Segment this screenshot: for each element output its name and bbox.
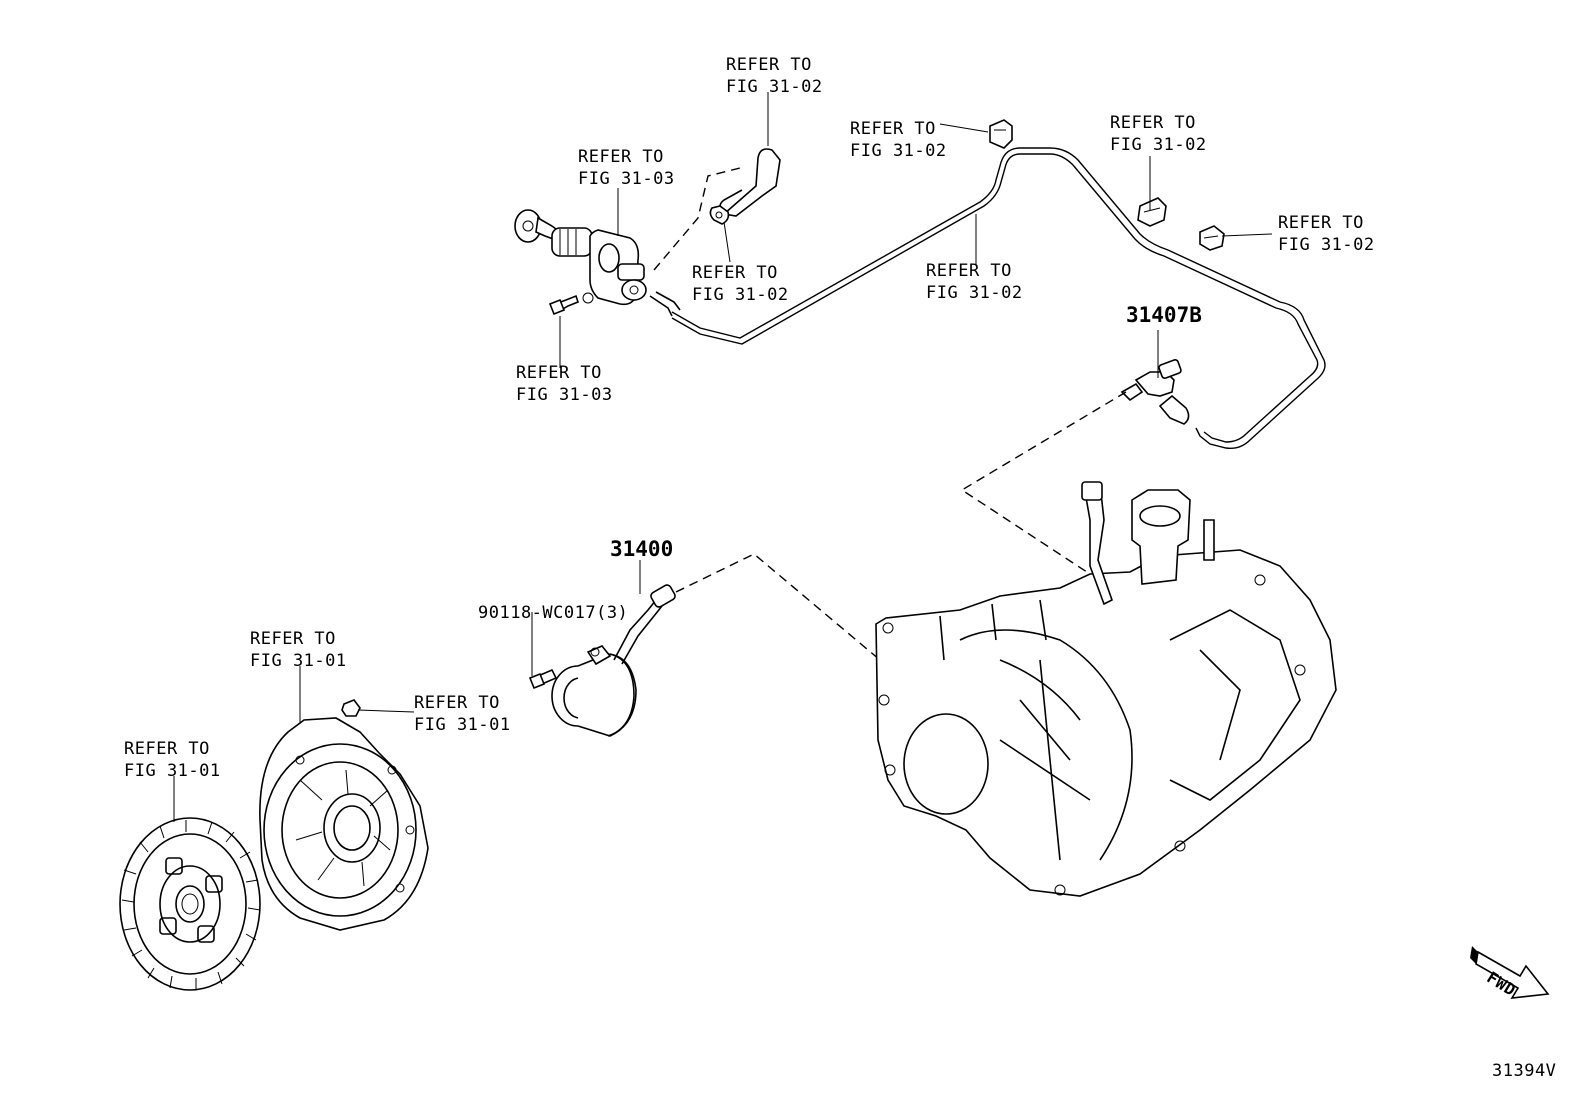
flexible-hose-31407b xyxy=(960,359,1190,579)
clutch-release-tube xyxy=(671,147,1326,450)
ref-clip-right2-line2: FIG 31-02 xyxy=(1278,235,1375,255)
part-number-31407b: 31407B xyxy=(1126,303,1202,327)
tube-clip-right-2 xyxy=(1199,225,1225,251)
ref-clip-small-line2: FIG 31-02 xyxy=(692,285,789,305)
part-number-labels: 31407B 31400 90118-WC017(3) xyxy=(478,303,1202,623)
ref-clip-right1-line2: FIG 31-02 xyxy=(1110,135,1207,155)
ref-clip-right2-line1: REFER TO xyxy=(1278,213,1364,233)
tube-clip-top xyxy=(989,119,1013,149)
ref-disc-line2: FIG 31-01 xyxy=(124,761,221,781)
ref-clip-small-line1: REFER TO xyxy=(692,263,778,283)
ref-tube-line2: FIG 31-02 xyxy=(926,283,1023,303)
ref-master-cyl-line2: FIG 31-03 xyxy=(578,169,675,189)
ref-cover-line1: REFER TO xyxy=(250,629,336,649)
tube-clip-right-1 xyxy=(1137,197,1167,227)
ref-cover-bolt-line1: REFER TO xyxy=(414,693,500,713)
ref-clip-top-line1: REFER TO xyxy=(850,119,936,139)
clutch-disc xyxy=(119,817,261,991)
figure-code: 31394V xyxy=(1492,1061,1556,1081)
master-cylinder-bolt xyxy=(548,294,579,316)
ref-bolt-mc-line2: FIG 31-03 xyxy=(516,385,613,405)
release-cylinder-bolt xyxy=(528,668,558,690)
ref-disc-line1: REFER TO xyxy=(124,739,210,759)
part-number-90118: 90118-WC017(3) xyxy=(478,603,628,623)
ref-tube-line1: REFER TO xyxy=(926,261,1012,281)
ref-clip-top-line2: FIG 31-02 xyxy=(850,141,947,161)
transaxle-assembly xyxy=(875,481,1337,897)
ref-cover-bolt-line2: FIG 31-01 xyxy=(414,715,511,735)
clutch-release-cylinder-31400 xyxy=(551,553,881,737)
ref-bolt-mc-line1: REFER TO xyxy=(516,363,602,383)
ref-top-hose-line1: REFER TO xyxy=(726,55,812,75)
hose-clip xyxy=(709,205,730,225)
forward-arrow: FWD xyxy=(1470,946,1550,1000)
ref-master-cyl-line1: REFER TO xyxy=(578,147,664,167)
clutch-cover xyxy=(259,717,429,931)
part-number-31400: 31400 xyxy=(610,537,673,561)
clutch-master-cylinder xyxy=(514,209,681,317)
ref-labels: REFER TO FIG 31-02 REFER TO FIG 31-03 RE… xyxy=(124,55,1375,781)
ref-clip-right1-line1: REFER TO xyxy=(1110,113,1196,133)
leader-lines xyxy=(173,92,1273,822)
clutch-cover-bolt xyxy=(341,699,361,717)
ref-cover-line2: FIG 31-01 xyxy=(250,651,347,671)
ref-top-hose-line2: FIG 31-02 xyxy=(726,77,823,97)
